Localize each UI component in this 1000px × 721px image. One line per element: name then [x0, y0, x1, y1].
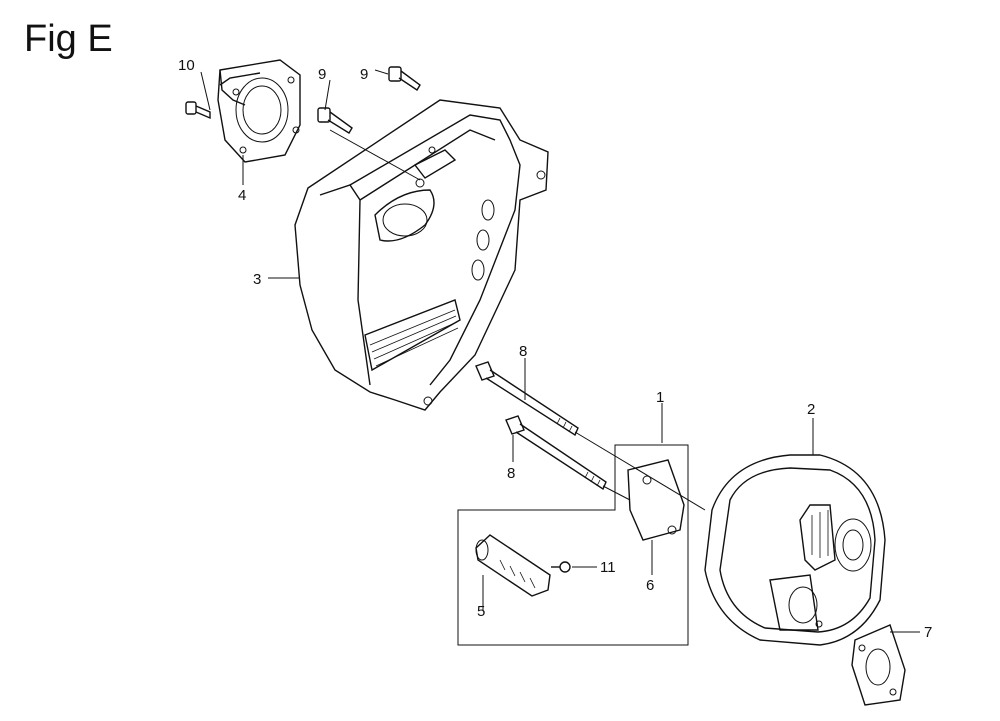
callout-8-lower: 8 — [507, 465, 515, 482]
part-5-spark-arrester — [475, 534, 551, 597]
part-10-bolt — [185, 101, 211, 120]
callout-7: 7 — [924, 624, 932, 641]
part-9-bolt-left — [317, 107, 353, 134]
callout-5: 5 — [477, 603, 485, 620]
part-11-screw — [551, 561, 571, 573]
callout-8-upper: 8 — [519, 343, 527, 360]
callout-9-right: 9 — [360, 66, 368, 83]
part-2-muffler — [704, 454, 886, 646]
part-8-bolt-upper — [475, 361, 579, 437]
callout-9-left: 9 — [318, 66, 326, 83]
callout-10: 10 — [178, 57, 195, 74]
callout-3: 3 — [253, 271, 261, 288]
callout-11: 11 — [600, 559, 616, 576]
callout-2: 2 — [807, 401, 815, 418]
leader-lines — [200, 69, 920, 633]
callout-1: 1 — [656, 389, 664, 406]
assembly-1-bracket — [457, 444, 689, 646]
part-9-bolt-right — [388, 66, 421, 91]
part-8-bolt-lower — [505, 415, 607, 491]
part-6-gasket — [627, 459, 685, 541]
callout-4: 4 — [238, 187, 246, 204]
callout-6: 6 — [646, 577, 654, 594]
part-3-muffler-protector — [294, 99, 549, 411]
part-4-flange-cover — [217, 59, 301, 163]
part-7-gasket — [851, 624, 906, 706]
figure-title: Fig E — [24, 18, 113, 60]
